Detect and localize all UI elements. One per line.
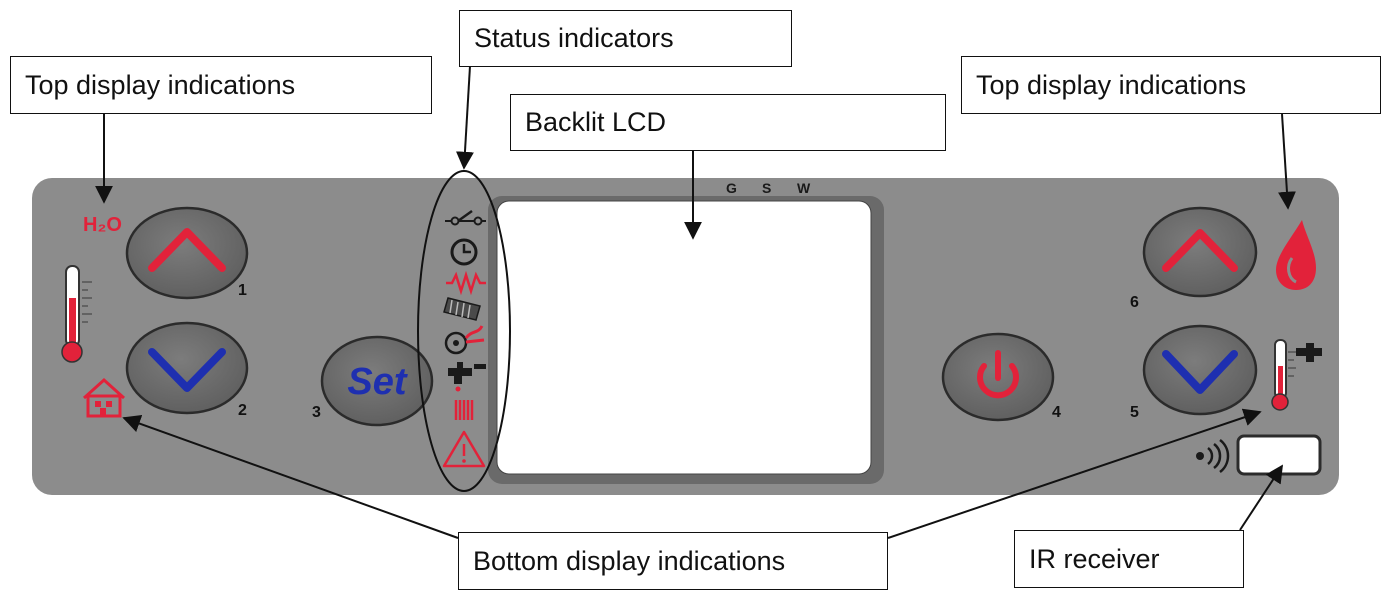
callout-bottom-display-text: Bottom display indications <box>473 545 786 576</box>
warning-icon <box>442 430 486 468</box>
button-2-down[interactable] <box>125 321 249 415</box>
callout-top-display-right: Top display indications <box>961 56 1381 114</box>
arrow-bottom-display-left <box>122 415 459 539</box>
button-number-5: 5 <box>1130 404 1139 421</box>
arrow-top-display-right <box>1277 113 1296 210</box>
tap-icon <box>448 362 486 392</box>
chevron-down-icon <box>1162 350 1238 394</box>
callout-top-display-left: Top display indications <box>10 56 432 114</box>
button-number-1: 1 <box>238 282 247 299</box>
radiator-icon <box>454 400 474 420</box>
callout-status-indicators: Status indicators <box>459 10 792 67</box>
arrow-bottom-display-right <box>887 408 1262 539</box>
arrow-status-indicators <box>455 65 474 170</box>
button-6-up[interactable] <box>1142 206 1258 298</box>
house-icon <box>82 377 126 418</box>
thermometer-icon <box>61 265 92 363</box>
button-number-3: 3 <box>312 404 321 421</box>
callout-top-display-left-text: Top display indications <box>25 69 296 100</box>
button-number-2: 2 <box>238 402 247 419</box>
callout-backlit-lcd-text: Backlit LCD <box>525 107 667 137</box>
arrow-ir-receiver <box>1239 464 1283 531</box>
button-number-4: 4 <box>1052 404 1061 421</box>
callout-ir-receiver: IR receiver <box>1014 530 1244 588</box>
power-button[interactable] <box>941 332 1055 422</box>
h2o-label: H₂O <box>83 214 122 236</box>
clock-icon <box>450 238 478 266</box>
lcd-letter-w: W <box>797 180 811 196</box>
callout-ir-receiver-text: IR receiver <box>1029 543 1160 574</box>
lcd-letter-s: S <box>762 180 771 196</box>
heating-element-icon <box>446 270 486 296</box>
set-button[interactable]: Set <box>320 335 434 427</box>
backlit-lcd-screen <box>496 200 872 475</box>
button-1-up[interactable] <box>125 206 249 300</box>
flame-drop-icon <box>1276 220 1316 290</box>
fan-icon <box>444 325 485 355</box>
switch-icon <box>445 209 486 226</box>
callout-bottom-display: Bottom display indications <box>458 532 888 590</box>
leader-lines <box>95 65 1296 539</box>
chevron-up-icon <box>148 228 226 272</box>
lcd-letter-g: G <box>726 180 737 196</box>
set-button-label: Set <box>347 361 407 403</box>
callout-top-display-right-text: Top display indications <box>976 69 1247 100</box>
callout-status-indicators-text: Status indicators <box>474 23 674 53</box>
button-number-6: 6 <box>1130 294 1139 311</box>
power-icon <box>977 363 1019 399</box>
chevron-up-icon <box>1162 229 1238 272</box>
callout-backlit-lcd: Backlit LCD <box>510 94 946 151</box>
status-indicators-outline <box>417 170 511 492</box>
tap-thermometer-icon <box>1271 339 1322 411</box>
ir-signal-icon <box>1196 439 1230 473</box>
button-5-down[interactable] <box>1142 324 1258 416</box>
auger-icon <box>443 297 481 321</box>
chevron-down-icon <box>148 348 226 392</box>
